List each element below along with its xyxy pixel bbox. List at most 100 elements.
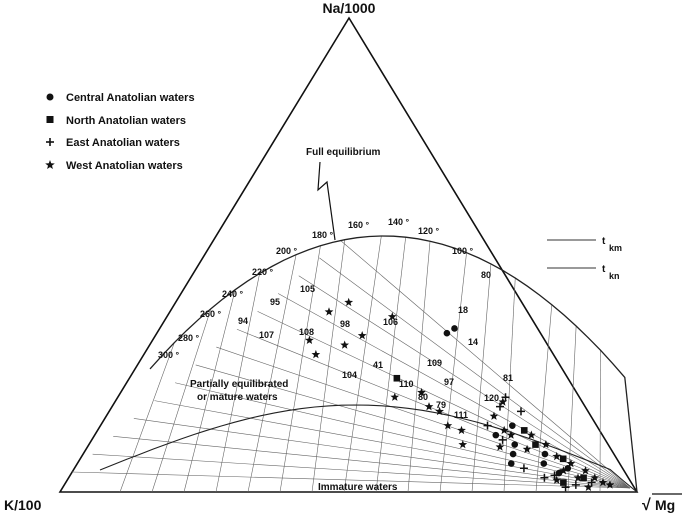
east-anatolian-point	[498, 435, 507, 444]
west-anatolian-point	[340, 340, 349, 349]
data-markers	[305, 297, 615, 492]
north-anatolian-point	[393, 374, 401, 382]
sample-label: 97	[444, 377, 454, 387]
tkm-isotherm-line	[195, 364, 631, 489]
north-anatolian-point	[560, 479, 567, 486]
sample-label: 79	[436, 400, 446, 410]
west-anatolian-point	[498, 397, 508, 406]
mg-symbol: Mg	[655, 497, 675, 513]
isotherm-key: t km t kn	[547, 236, 622, 281]
west-anatolian-point	[499, 425, 509, 435]
west-anatolian-point	[457, 425, 466, 435]
sample-label: 41	[373, 360, 383, 370]
west-anatolian-point	[506, 430, 516, 439]
west-anatolian-point	[584, 482, 593, 491]
tkm-isotherm-line	[175, 382, 631, 489]
isotherm-lines	[71, 235, 631, 493]
west-anatolian-point	[552, 475, 561, 484]
temp-label: 200 °	[276, 246, 298, 256]
tkn-isotherm-line	[503, 278, 516, 493]
tkn-isotherm-line	[311, 239, 346, 493]
central-anatolian-point	[492, 431, 500, 439]
legend-label-north: North Anatolian waters	[66, 115, 186, 127]
sample-label: 14	[468, 337, 478, 347]
tkm-key-label: t	[602, 236, 606, 247]
central-anatolian-point	[509, 450, 517, 458]
west-anatolian-point	[590, 473, 600, 482]
sample-label: 108	[299, 327, 314, 337]
tkm-isotherm-line	[154, 400, 631, 489]
tkn-isotherm-line	[279, 245, 321, 493]
sample-label: 104	[342, 370, 357, 380]
central-anatolian-point	[507, 460, 515, 467]
tkn-key-label: t	[602, 264, 606, 275]
legend-plus-marker	[46, 138, 54, 146]
ternary-triangle	[58, 16, 639, 493]
west-anatolian-point	[522, 444, 532, 454]
tkm-isotherm-line	[257, 311, 631, 489]
west-anatolian-point	[424, 402, 434, 411]
tkn-isotherm-line	[439, 252, 467, 493]
west-anatolian-point	[357, 331, 367, 340]
vertex-label-na: Na/1000	[323, 0, 376, 16]
west-anatolian-point	[559, 466, 568, 475]
east-anatolian-point	[519, 464, 528, 473]
sample-label: 107	[259, 330, 274, 340]
sample-label: 105	[300, 284, 315, 294]
west-anatolian-point	[495, 442, 505, 451]
sample-label: 106	[383, 317, 398, 327]
west-anatolian-point	[390, 392, 400, 401]
tkm-isotherm-line	[216, 346, 631, 489]
temp-label: 220 °	[252, 267, 274, 277]
temperature-labels: 300 ° 280 ° 260 ° 240 ° 220 ° 200 ° 180 …	[158, 217, 491, 360]
tkn-isotherm-line	[247, 254, 297, 493]
legend-circle-marker	[46, 93, 54, 101]
tkn-isotherm-line	[407, 241, 431, 493]
legend-label-west: West Anatolian waters	[66, 160, 183, 172]
legend-label-central: Central Anatolian waters	[66, 92, 195, 104]
tkn-isotherm-line	[151, 308, 212, 493]
central-anatolian-point	[451, 325, 458, 332]
annotation-immature: Immature waters	[318, 482, 398, 493]
tkm-isotherm-line	[298, 275, 631, 489]
west-anatolian-point	[489, 411, 499, 420]
tkn-isotherm-line	[535, 304, 553, 493]
west-anatolian-point	[527, 430, 536, 439]
east-anatolian-point	[587, 478, 596, 487]
north-anatolian-point	[559, 455, 567, 463]
tkm-isotherm-line	[113, 436, 631, 489]
sample-label: 18	[458, 305, 468, 315]
tkm-isotherm-line	[133, 418, 631, 489]
tkn-isotherm-line	[375, 237, 406, 493]
east-anatolian-point	[561, 483, 570, 492]
legend-square-marker	[46, 116, 54, 123]
central-anatolian-point	[540, 460, 548, 467]
legend: Central Anatolian waters North Anatolian…	[45, 92, 195, 172]
north-anatolian-point	[520, 427, 528, 434]
central-anatolian-point	[511, 441, 519, 448]
tkn-isotherm-line	[183, 289, 236, 493]
temp-label: 140 °	[388, 217, 410, 227]
tkn-isotherm-line	[215, 273, 260, 493]
legend-label-east: East Anatolian waters	[66, 137, 180, 149]
temp-label: 260 °	[200, 309, 222, 319]
east-anatolian-point	[550, 471, 559, 480]
west-anatolian-point	[387, 312, 397, 321]
temp-label: 180 °	[312, 230, 334, 240]
sample-label: 94	[238, 316, 248, 326]
west-anatolian-point	[458, 440, 468, 449]
east-anatolian-point	[501, 393, 510, 402]
temp-label: 240 °	[222, 289, 244, 299]
tkn-isotherm-line	[343, 235, 382, 493]
west-anatolian-point	[552, 451, 562, 461]
east-anatolian-point	[540, 473, 549, 482]
temp-label: 120 °	[418, 226, 440, 236]
vertex-label-mg: √ Mg	[642, 493, 682, 514]
west-anatolian-point	[344, 297, 354, 307]
tkm-isotherm-line	[92, 453, 631, 489]
annotation-full-equilibrium: Full equilibrium	[306, 147, 381, 158]
central-anatolian-point	[541, 450, 549, 458]
tkn-isotherm-line	[471, 263, 492, 493]
full-equilibrium-curve	[149, 235, 638, 493]
